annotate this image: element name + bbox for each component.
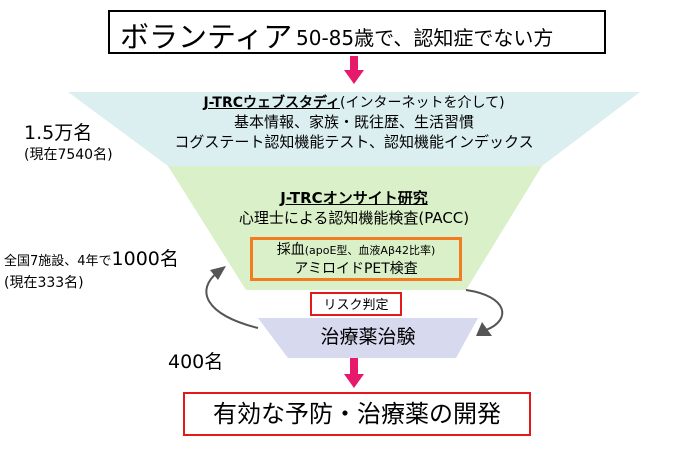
- volunteer-box: ボランティア 50-85歳で、認知症でない方: [108, 10, 606, 54]
- onsite-funnel: [168, 166, 542, 290]
- goal-box: 有効な予防・治療薬の開発: [183, 392, 531, 436]
- onsite-test-pet: アミロイドPET検査: [294, 261, 418, 277]
- onsite-subtitle: 心理士による認知機能検査(PACC): [238, 209, 470, 227]
- trial-label: 治療薬治験: [320, 326, 416, 348]
- web-study-funnel: [68, 92, 640, 166]
- trial-count: 400名: [168, 351, 224, 373]
- onsite-block: J-TRCオンサイト研究 心理士による認知機能検査(PACC): [200, 188, 508, 228]
- risk-label: リスク判定: [323, 298, 389, 313]
- web-study-line2: コグステート認知機能テスト、認知機能インデックス: [174, 133, 534, 151]
- trial-funnel: [258, 318, 478, 358]
- onsite-count-current: (現在333名): [4, 275, 84, 291]
- volunteer-criteria: 50-85歳で、認知症でない方: [296, 26, 554, 50]
- onsite-test-blood-note: (apoE型、血液Aβ42比率): [304, 244, 436, 257]
- web-study-block: J-TRCウェブスタディ(インターネットを介して) 基本情報、家族・既往歴、生活…: [120, 94, 588, 152]
- down-arrow-1: [344, 56, 364, 84]
- web-count: 1.5万名 (現在7540名): [24, 121, 113, 165]
- web-study-title-note: (インターネットを介して): [340, 95, 505, 111]
- left-loop-arrow: [205, 266, 259, 329]
- onsite-count-value: 1000名: [111, 248, 179, 270]
- web-study-title: J-TRCウェブスタディ: [203, 95, 341, 111]
- down-arrow-2: [344, 358, 364, 388]
- web-count-value: 1.5万名: [24, 122, 93, 144]
- web-study-line1: 基本情報、家族・既往歴、生活習慣: [233, 113, 474, 131]
- onsite-tests-box: 採血(apoE型、血液Aβ42比率) アミロイドPET検査: [250, 237, 462, 281]
- onsite-test-blood: 採血: [276, 242, 305, 258]
- onsite-count: 全国7施設、4年で1000名 (現在333名): [4, 248, 179, 293]
- onsite-count-prefix: 全国7施設、4年で: [4, 254, 112, 269]
- web-count-current: (現在7540名): [24, 147, 113, 163]
- risk-box: リスク判定: [310, 292, 402, 316]
- onsite-title: J-TRCオンサイト研究: [280, 189, 428, 207]
- right-loop-arrow: [465, 289, 504, 336]
- goal-label: 有効な予防・治療薬の開発: [213, 400, 501, 428]
- volunteer-title: ボランティア: [120, 20, 293, 54]
